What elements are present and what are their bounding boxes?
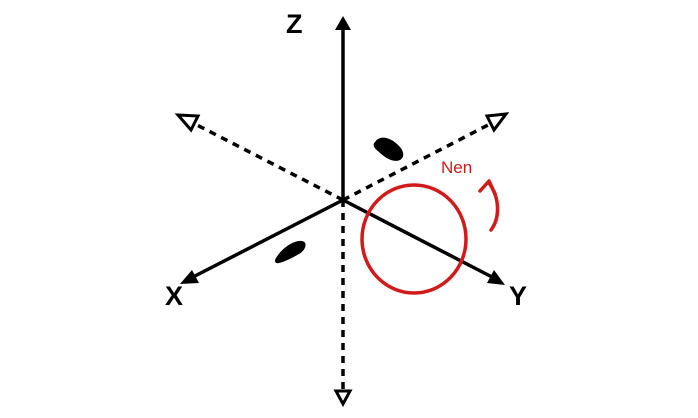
z-axis-arrowhead bbox=[335, 16, 351, 30]
negative-z-axis bbox=[333, 200, 353, 408]
lower-brush-mark bbox=[275, 240, 306, 264]
x-axis bbox=[180, 198, 344, 284]
x-axis-label: X bbox=[165, 281, 183, 311]
rotation-arrow-icon bbox=[478, 179, 500, 232]
z-axis bbox=[335, 16, 351, 200]
y-axis-arrowhead bbox=[487, 270, 505, 285]
negative-y-axis bbox=[342, 112, 510, 202]
negative-x-axis-arrowhead bbox=[174, 113, 201, 133]
x-axis-arrowhead bbox=[180, 270, 199, 284]
y-axis-label: Y bbox=[509, 281, 527, 311]
negative-z-axis-arrowhead bbox=[333, 389, 353, 408]
negative-y-axis-arrowhead bbox=[484, 112, 510, 133]
upper-brush-mark bbox=[373, 137, 404, 161]
rotation-label: Nen bbox=[441, 158, 472, 177]
negative-x-axis bbox=[174, 113, 344, 202]
rotation-circle bbox=[360, 183, 468, 295]
z-axis-label: Z bbox=[286, 9, 303, 39]
